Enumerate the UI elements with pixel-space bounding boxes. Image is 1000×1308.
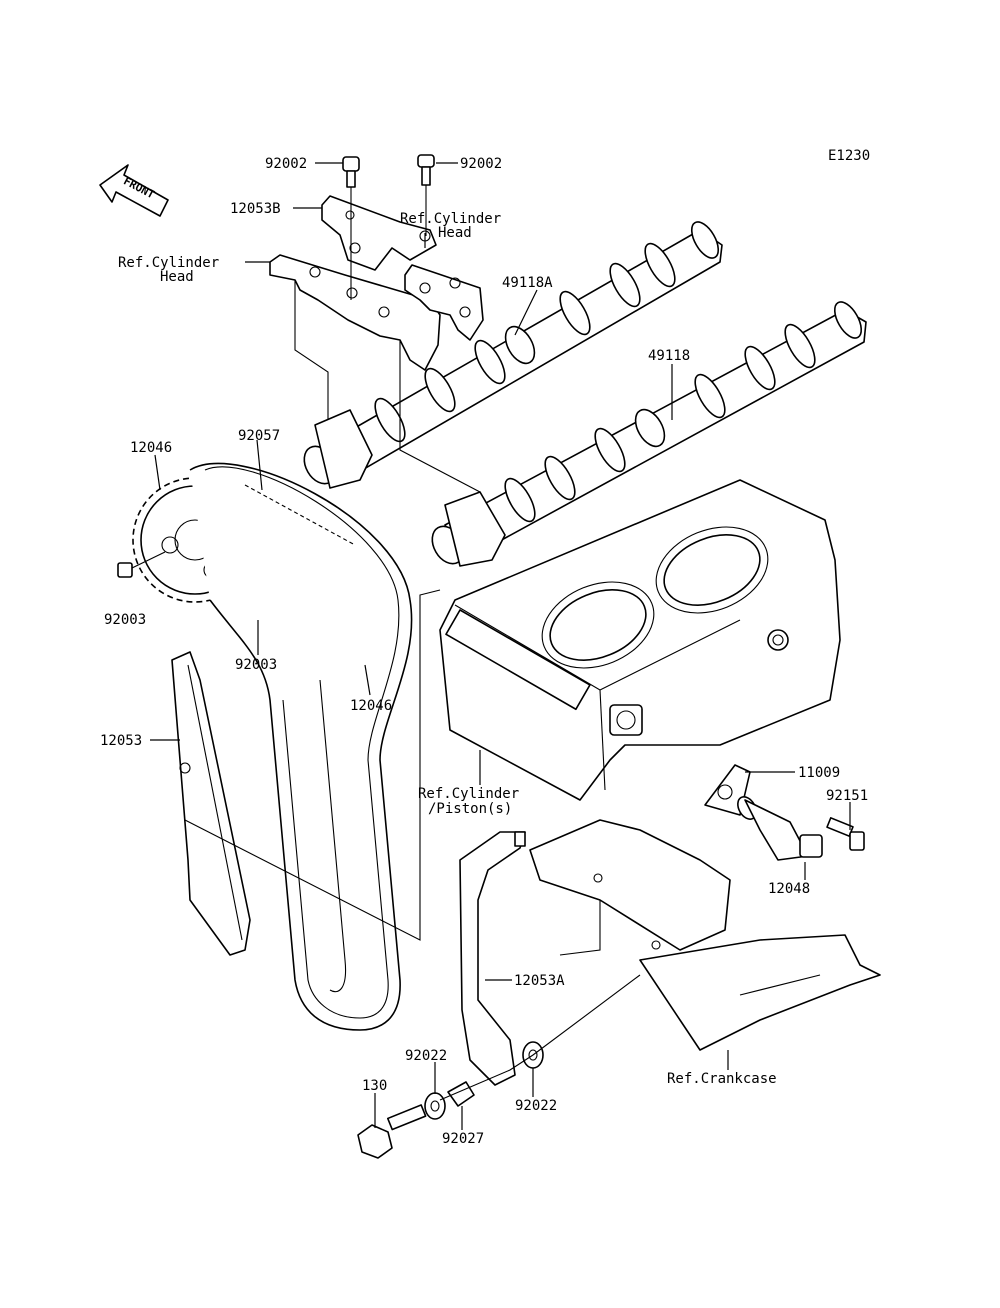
chain-guide-12053A [459,831,526,1086]
label-92027: 92027 [442,1131,484,1147]
camshaft-holder-12053B [321,195,437,271]
washer-92022-left [424,1092,446,1120]
label-12053: 12053 [100,733,142,749]
label-92003-mid: 92003 [235,657,277,673]
diagram-code: E1230 [828,148,870,164]
label-92003-left: 92003 [104,612,146,628]
label-12046-top: 12046 [130,440,172,456]
cylinder-block [439,479,841,801]
chain-guide-12053 [171,651,251,956]
camshaft-cap-right [404,264,484,341]
camshaft-cap-left [269,254,441,371]
label-49118: 49118 [648,348,690,364]
label-ref-cylinder-head-left-2: Head [160,269,194,285]
label-ref-cylinder-piston: Ref.Cylinder [418,786,519,802]
label-92022-left: 92022 [405,1048,447,1064]
label-11009: 11009 [798,765,840,781]
bolt-92151 [826,817,865,851]
tensioner-12048 [737,796,823,861]
cam-chain-92057 [189,462,413,1031]
bolt-92002-right [417,154,435,236]
label-12048: 12048 [768,881,810,897]
crankcase [529,819,881,1051]
label-12053A: 12053A [514,973,565,989]
label-92151: 92151 [826,788,868,804]
camshaft-49118A [303,221,723,489]
camshaft-49118 [431,301,867,567]
bolt-130 [357,1104,427,1159]
label-ref-cylinder-piston-2: /Piston(s) [428,801,512,817]
label-12053B: 12053B [230,201,281,217]
label-92022-right: 92022 [515,1098,557,1114]
label-ref-cylinder-head-right-2: Head [438,225,472,241]
label-92057: 92057 [238,428,280,444]
label-ref-cylinder-head-left: Ref.Cylinder [118,255,219,271]
label-ref-cylinder-head-right: Ref.Cylinder [400,211,501,227]
leader-lines [150,162,851,1130]
label-ref-crankcase: Ref.Crankcase [667,1071,777,1087]
label-92002-right: 92002 [460,156,502,172]
front-arrow-icon: FRONT [99,164,169,217]
collar-92027 [447,1081,475,1107]
label-92002-left: 92002 [265,156,307,172]
label-130: 130 [362,1078,387,1094]
bolt-92003-left [117,551,166,578]
label-12046-bottom: 12046 [350,698,392,714]
bolt-92002-left [342,156,360,300]
label-49118A: 49118A [502,275,553,291]
